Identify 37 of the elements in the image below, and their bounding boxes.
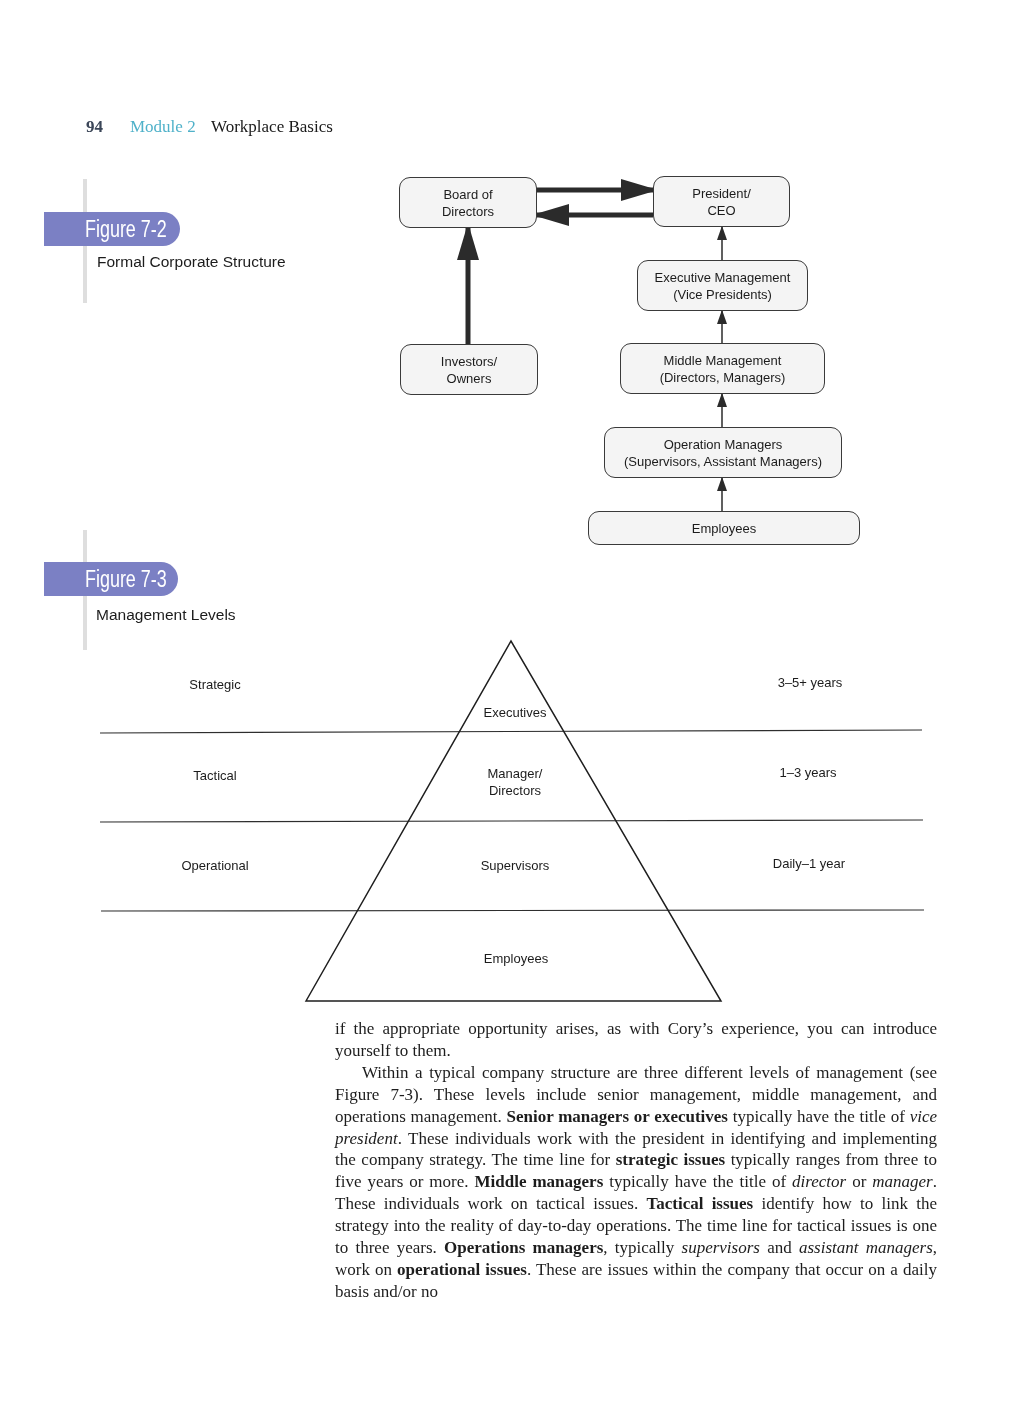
body-paragraph: if the appropriate opportunity arises, as with Cory’s experience, you can introduce yourself to them.: [335, 1018, 937, 1062]
level-name: Strategic: [189, 677, 241, 693]
node-label: (Directors, Managers): [659, 368, 786, 386]
node-label: (Supervisors, Assistant Managers): [624, 452, 822, 470]
figure-number-tab: Figure 7-3: [44, 562, 178, 596]
time-frame: 3–5+ years: [777, 675, 843, 691]
level-name: Tactical: [193, 768, 237, 784]
body-paragraph: Within a typical company structure are three different levels of management (see Figure 7-3). These levels include senior management, middle management, and operations management. Senior managers or executives typically have the title of vice president. These individuals work with the president in identifying and implementing the company strategy. The time line for strategic issues typically ranges from three to five years or more. Middle managers typically have the title of director or manager. These individuals work on tactical issues. Tactical issues identify how to link the strategy into the reality of day-to-day operations. The time line for tactical issues is one to three years. Operations managers, typically supervisors and assistant managers, work on operational issues. These are issues within the company that occur on a daily basis and/or no: [335, 1061, 937, 1303]
node-label: Middle Management: [663, 351, 782, 369]
process-box: [399, 177, 537, 228]
node-label: Investors/ Owners: [439, 352, 499, 387]
page-number: 94: [86, 117, 103, 137]
process-box: [400, 344, 538, 395]
level-label: Supervisors: [480, 856, 550, 874]
process-box: [604, 427, 842, 478]
time-frame: Daily–1 year: [772, 856, 846, 872]
node-label: Executive Management: [654, 268, 791, 286]
process-box: [637, 260, 808, 311]
process-box: [620, 343, 825, 394]
level-label: Executives: [483, 703, 547, 721]
level-label: Manager/ Directors: [486, 765, 544, 799]
node-label: Operation Managers: [663, 435, 783, 453]
node-label: Employees: [691, 519, 757, 537]
module-title: Module 2: [130, 117, 196, 137]
figure-caption: Management Levels: [96, 605, 236, 624]
figure-caption: Formal Corporate Structure: [97, 252, 286, 271]
level-label: Employees: [483, 949, 549, 967]
process-box: [588, 511, 860, 545]
time-frame: 1–3 years: [779, 765, 837, 781]
process-box: [653, 176, 790, 227]
section-title: Workplace Basics: [211, 117, 333, 137]
figure-number-tab: Figure 7-2: [44, 212, 180, 246]
level-name: Operational: [181, 858, 249, 874]
node-label: Board of Directors: [441, 185, 495, 220]
pyramid-shape: [305, 640, 722, 1002]
node-label: (Vice Presidents): [673, 285, 772, 303]
node-label: President/ CEO: [691, 184, 752, 219]
